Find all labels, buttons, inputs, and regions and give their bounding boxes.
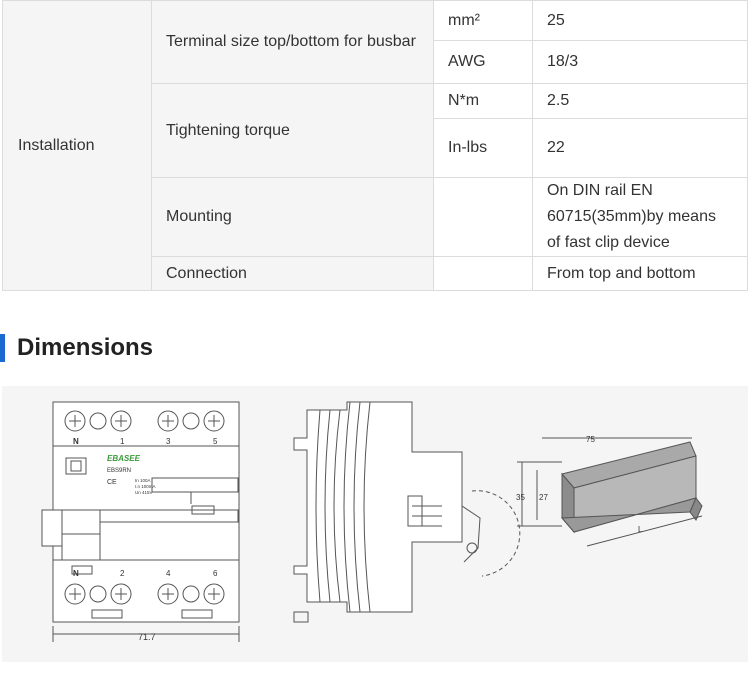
value-cell: 22 [532, 118, 748, 178]
value-cell: On DIN rail EN 60715(35mm)by means of fa… [532, 177, 748, 257]
dimensions-drawing: N 1 3 5 N 2 4 6 EBASEE EBS9RN CE In 100A… [41, 401, 703, 642]
table-row: AWG 18/3 [3, 40, 748, 84]
value-cell: 2.5 [532, 83, 748, 119]
rating-label: Un 415V [135, 490, 153, 495]
value-cell: 18/3 [532, 40, 748, 84]
unit-cell: N*m [433, 83, 533, 119]
table-row: In-lbs 22 [3, 118, 748, 178]
terminal-screw-icons [64, 410, 225, 605]
unit-cell: mm² [433, 0, 533, 41]
terminal-label: 2 [120, 569, 125, 578]
terminal-label: 1 [120, 437, 125, 446]
terminal-label: 6 [213, 569, 218, 578]
width-dimension: 71.7 [138, 632, 156, 642]
dimensions-figure: N 1 3 5 N 2 4 6 EBASEE EBS9RN CE In 100A… [2, 386, 748, 662]
ce-mark: CE [107, 479, 117, 486]
label-cell: Tightening torque [151, 83, 434, 178]
din-rail [517, 437, 703, 547]
table-row: Connection From top and bottom [3, 256, 748, 291]
table-row: Tightening torque N*m 2.5 [3, 83, 748, 178]
terminal-label: N [73, 569, 79, 578]
front-view [41, 401, 240, 642]
rail-width-dimension: 75 [586, 435, 595, 444]
rail-height-dimension: 35 [516, 493, 525, 502]
terminal-label: 3 [166, 437, 171, 446]
rating-label: In 100A [135, 478, 151, 483]
unit-cell: In-lbs [433, 118, 533, 178]
terminal-label: 5 [213, 437, 218, 446]
value-cell: From top and bottom [532, 256, 748, 291]
value-cell: 25 [532, 0, 748, 41]
specification-table: Installation Terminal size top/bottom fo… [2, 0, 748, 291]
group-cell: Installation [2, 0, 152, 291]
table-row: Mounting On DIN rail EN 60715(35mm)by me… [3, 177, 748, 257]
brand-logo: EBASEE [107, 454, 141, 463]
table-row: Installation Terminal size top/bottom fo… [2, 0, 748, 291]
label-cell: Mounting [151, 177, 434, 257]
model-label: EBS9RN [107, 468, 131, 474]
unit-cell: AWG [433, 40, 533, 84]
section-heading: Dimensions [0, 334, 153, 362]
rail-inner-dimension: 27 [539, 493, 548, 502]
label-cell: Terminal size top/bottom for busbar [151, 0, 434, 84]
unit-cell [433, 256, 533, 291]
rail-length-dimension: L [638, 525, 643, 534]
label-cell: Connection [151, 256, 434, 291]
terminal-label: N [73, 437, 79, 446]
section-title: Dimensions [17, 334, 154, 361]
accent-bar [0, 334, 5, 362]
terminal-label: 4 [166, 569, 171, 578]
test-button-icon [65, 457, 87, 475]
rating-label: I.n 100mA [135, 484, 156, 489]
unit-cell [433, 177, 533, 257]
side-view [293, 401, 521, 623]
